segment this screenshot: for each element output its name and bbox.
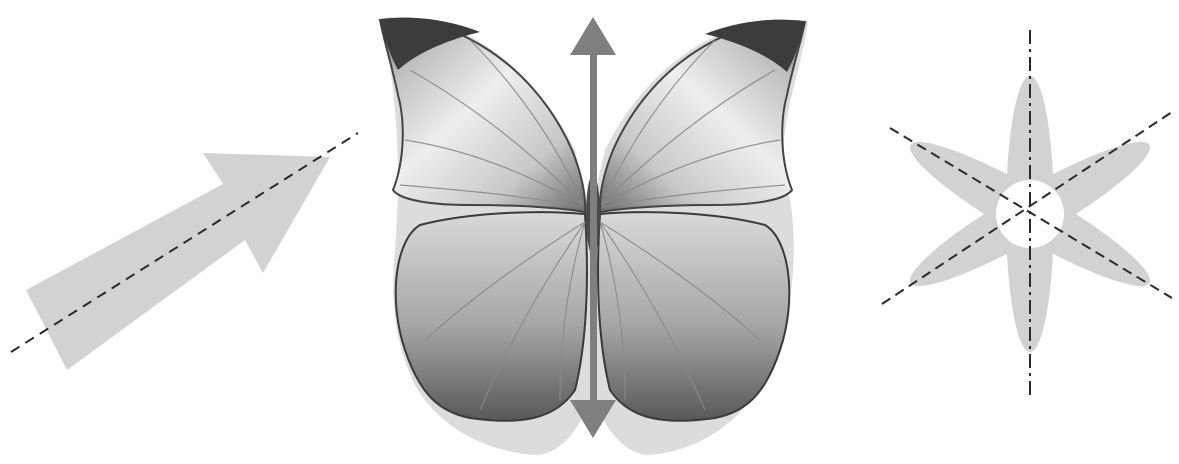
butterfly-wing-lower-left bbox=[396, 212, 587, 421]
butterfly-panel bbox=[380, 17, 808, 455]
arrow-icon bbox=[26, 153, 330, 370]
butterfly-wing-lower-right bbox=[598, 212, 789, 421]
arrow-panel bbox=[11, 133, 358, 370]
arrow-up-icon bbox=[570, 17, 616, 55]
flower-panel bbox=[882, 30, 1175, 398]
